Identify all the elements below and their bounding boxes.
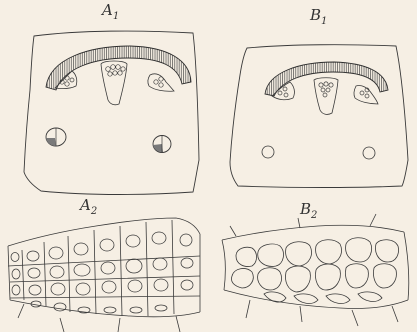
panel-a1: A1 [24,1,199,195]
a1-oil-gland-right [153,136,171,153]
panel-b1-label: B1 [309,6,327,27]
a2-tissue-outer [8,218,200,332]
a1-fibre-arc [46,46,191,90]
a1-bundle-right [148,74,174,91]
a1-oil-gland-right-shade [153,144,163,152]
a1-oil-gland-left [46,128,66,146]
b2-parenchyma-cells [231,238,398,304]
a2-cell-lumens [11,232,193,313]
b1-oil-canal-right [363,147,375,159]
b1-bundle-right [354,85,378,104]
a1-bundle-centre [101,61,127,105]
panel-b2-label: B2 [299,200,317,221]
panel-b1: B1 [230,6,408,188]
panel-a1-label: A1 [100,1,119,22]
panel-a2: A2 [8,196,200,332]
b1-oil-canal-left [262,146,274,158]
panel-a2-label: A2 [78,196,97,217]
a2-cell-grid [8,220,200,316]
b1-bundle-centre [314,78,338,115]
panel-b2: B2 [222,200,409,326]
